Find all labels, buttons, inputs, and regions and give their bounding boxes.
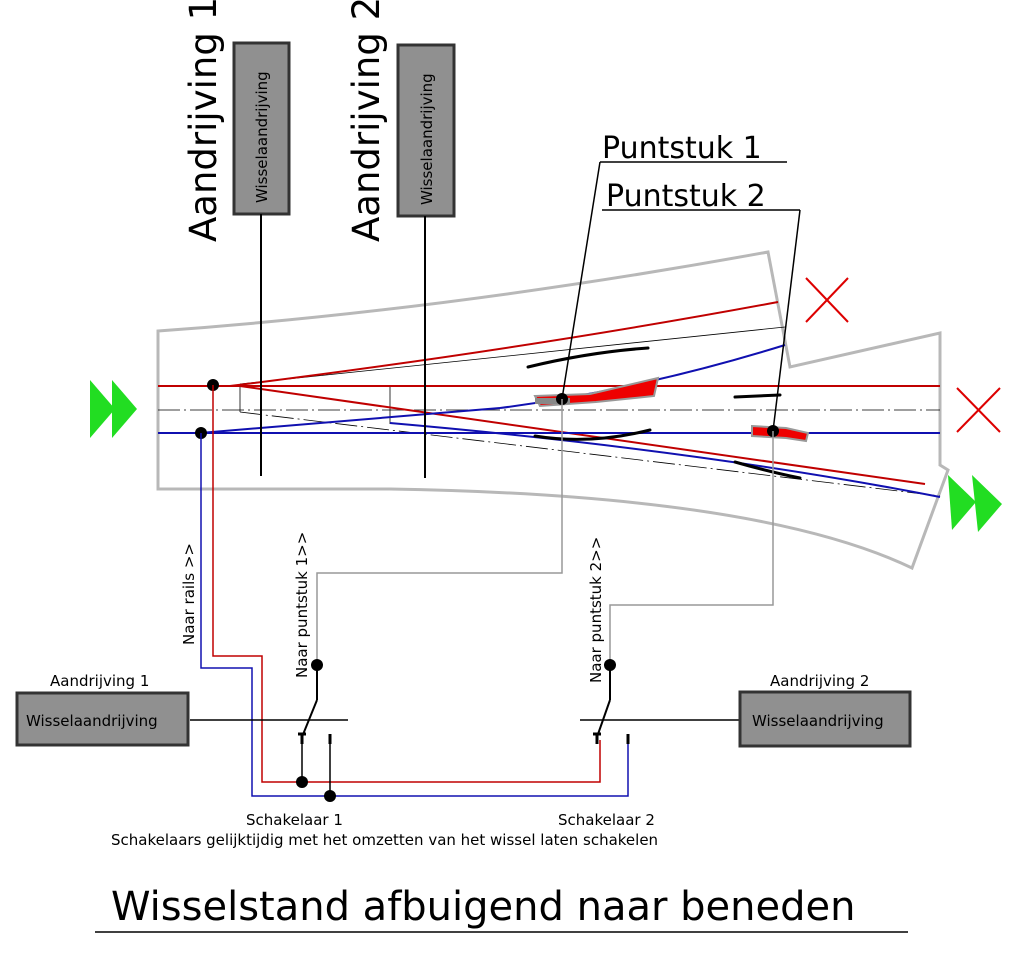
to-frog-1-label: Naar puntstuk 1>> — [293, 532, 311, 678]
check-rails — [526, 346, 802, 480]
switch-2 — [593, 659, 630, 744]
switch-2-label: Schakelaar 2 — [558, 811, 655, 829]
drive-unit-vertical-1: Wisselaandrijving — [232, 41, 291, 476]
switch-1 — [296, 659, 336, 802]
cross-mark-1 — [805, 277, 849, 323]
instruction-note: Schakelaars gelijktijdig met het omzette… — [111, 831, 658, 849]
drive-box-1: Wisselaandrijving — [15, 691, 190, 747]
drive-2-label: Aandrijving 2 — [770, 672, 869, 690]
frog-1-label: Puntstuk 1 — [602, 131, 762, 166]
drive-2-vertical-label: Aandrijving 2 — [345, 0, 388, 242]
frog-1 — [533, 376, 660, 408]
diagram-title: Wisselstand afbuigend naar beneden — [111, 884, 855, 930]
direction-arrow-right — [948, 475, 1002, 532]
switch-1-label: Schakelaar 1 — [246, 811, 343, 829]
red-rails — [158, 301, 940, 485]
drive-box-2-label: Wisselaandrijving — [752, 712, 884, 730]
drive-unit-vertical-2: Wisselaandrijving — [396, 43, 456, 478]
wire-blue — [200, 433, 629, 797]
direction-arrow-left — [90, 380, 137, 438]
wire-red — [212, 385, 601, 783]
drive-1-label: Aandrijving 1 — [50, 672, 149, 690]
cross-mark-2 — [956, 387, 1001, 433]
guide-lines — [158, 326, 941, 497]
frog-2 — [751, 424, 810, 443]
drive-box-2: Wisselaandrijving — [738, 690, 912, 748]
wire-gray — [316, 399, 774, 665]
turnout-outline — [156, 250, 950, 571]
drive-box-label-vertical-2: Wisselaandrijving — [418, 73, 436, 205]
drive-box-label-vertical-1: Wisselaandrijving — [253, 71, 271, 203]
frog-2-label: Puntstuk 2 — [606, 179, 766, 214]
blue-rails — [158, 344, 941, 498]
to-rails-label: Naar rails >> — [180, 543, 198, 645]
drive-1-vertical-label: Aandrijving 1 — [182, 0, 225, 242]
drive-box-1-label: Wisselaandrijving — [26, 712, 158, 730]
to-frog-2-label: Naar puntstuk 2>> — [587, 537, 605, 683]
wire-black — [190, 719, 740, 796]
